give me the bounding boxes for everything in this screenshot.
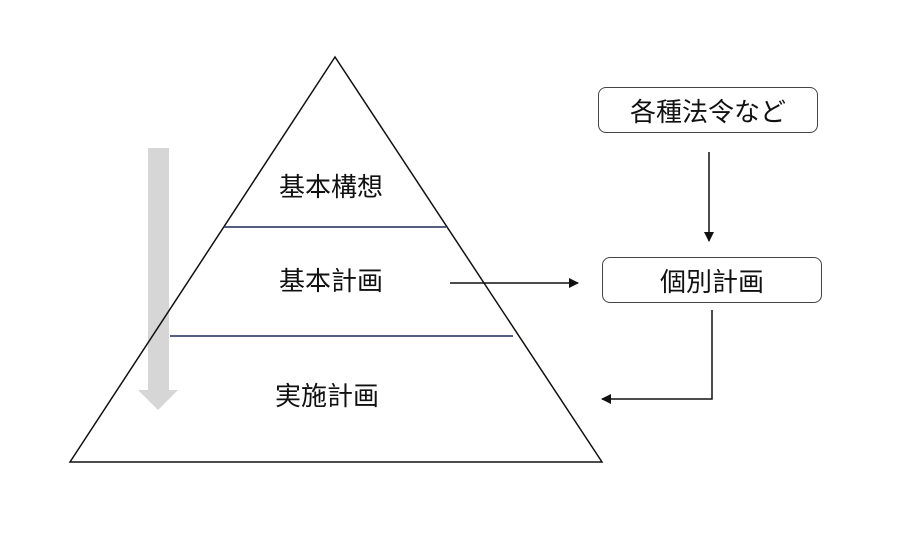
individual-plan-box: 個別計画 [602, 257, 822, 303]
individual-plan-label: 個別計画 [659, 267, 764, 298]
pyramid-outline [68, 55, 604, 463]
pyramid-level-middle-label: 基本計画 [278, 267, 383, 297]
laws-label: 各種法令など [629, 97, 786, 128]
laws-box: 各種法令など [598, 87, 818, 133]
arrow-individual-to-implementation [601, 310, 713, 404]
pyramid-level-top-label: 基本構想 [278, 173, 383, 203]
pyramid-level-bottom-label: 実施計画 [274, 382, 379, 412]
downward-flow-arrow [138, 148, 178, 410]
